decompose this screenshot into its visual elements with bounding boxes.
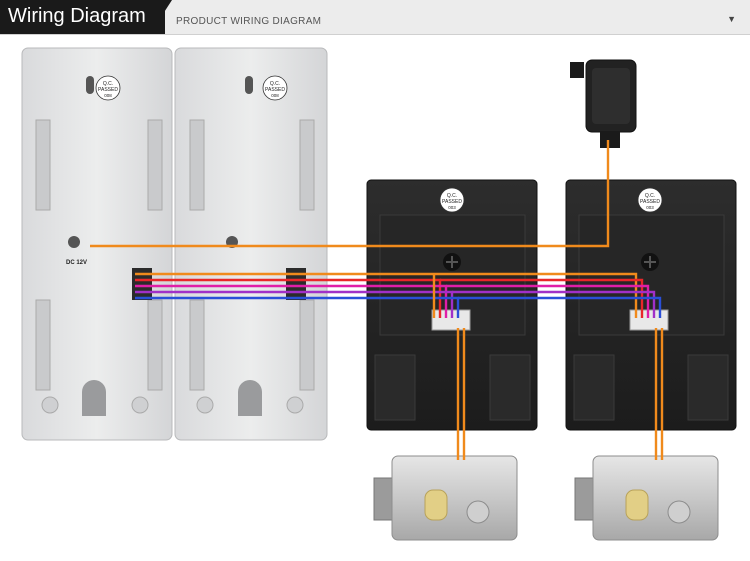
wiring bbox=[90, 140, 664, 460]
svg-text:Q.C.: Q.C. bbox=[270, 81, 280, 87]
svg-text:PASSED: PASSED bbox=[265, 87, 285, 93]
page-title: Wiring Diagram bbox=[8, 5, 146, 27]
page-subtitle: PRODUCT WIRING DIAGRAM bbox=[176, 16, 322, 27]
dc-label: DC 12V bbox=[66, 260, 87, 266]
wire-orange bbox=[135, 272, 638, 318]
indoor-monitor-2: Q.C. PASSED 008 bbox=[174, 47, 328, 441]
power-wire bbox=[90, 140, 610, 248]
header-bar: Wiring Diagram PRODUCT WIRING DIAGRAM ▼ bbox=[0, 0, 750, 35]
svg-text:003: 003 bbox=[646, 205, 654, 210]
svg-text:Q.C.: Q.C. bbox=[447, 193, 457, 199]
svg-text:008: 008 bbox=[271, 93, 279, 98]
power-adapter bbox=[570, 59, 637, 148]
chevron-down-icon[interactable]: ▼ bbox=[727, 14, 736, 24]
electric-lock-2 bbox=[574, 455, 719, 541]
qc-sticker-1 bbox=[95, 75, 121, 101]
title-tab: Wiring Diagram bbox=[0, 0, 165, 34]
wiring-diagram: Q.C. PASSED 008 DC 12V Q.C. PASSED 008 bbox=[21, 47, 737, 541]
svg-text:PASSED: PASSED bbox=[640, 199, 660, 205]
qc-sticker-2 bbox=[262, 75, 288, 101]
electric-lock-1 bbox=[373, 455, 518, 541]
svg-text:PASSED: PASSED bbox=[98, 87, 118, 93]
svg-text:Q.C.: Q.C. bbox=[103, 81, 113, 87]
outdoor-station-2: Q.C. PASSED 003 bbox=[565, 179, 737, 431]
svg-text:Q.C.: Q.C. bbox=[645, 193, 655, 199]
qc-sticker-4 bbox=[637, 187, 663, 213]
mount-keyhole bbox=[86, 76, 94, 94]
qc-sticker-3 bbox=[439, 187, 465, 213]
mount-hook bbox=[82, 380, 106, 416]
indoor-monitor-1: Q.C. PASSED 008 DC 12V bbox=[21, 47, 173, 441]
title-tab-notch bbox=[150, 0, 172, 34]
svg-text:003: 003 bbox=[448, 205, 456, 210]
svg-text:008: 008 bbox=[104, 93, 112, 98]
svg-text:PASSED: PASSED bbox=[442, 199, 462, 205]
dc-jack bbox=[68, 236, 80, 248]
